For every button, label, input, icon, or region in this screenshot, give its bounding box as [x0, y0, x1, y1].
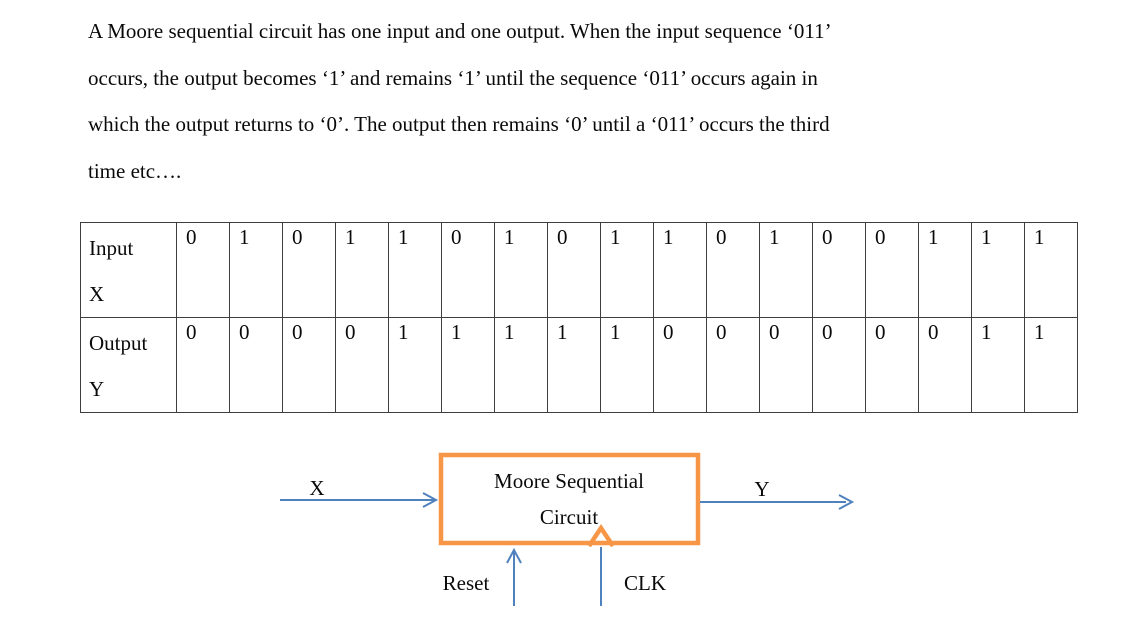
table-cell: 0 [229, 317, 283, 413]
table-cell: 1 [653, 222, 707, 318]
table-cell: 1 [1024, 222, 1078, 318]
table-cell: 0 [812, 222, 866, 318]
paragraph-line: time etc…. [88, 158, 182, 183]
row-label-line: Output [89, 331, 148, 355]
box-label-line2: Circuit [540, 505, 598, 529]
clock-edge-triangle-icon [587, 523, 615, 548]
reset-arrowhead-icon [506, 547, 522, 564]
paragraph-line: A Moore sequential circuit has one input… [88, 19, 832, 43]
paragraph-line: occurs, the output becomes ‘1’ and remai… [88, 65, 818, 90]
row-label-line: Y [89, 377, 105, 401]
moore-circuit-box [438, 452, 701, 546]
table-cell: 0 [335, 317, 389, 413]
row-label-line: X [89, 282, 105, 306]
input-signal-label: X [309, 476, 324, 500]
table-cell: 0 [282, 222, 336, 318]
output-signal-label: Y [754, 477, 769, 501]
reset-signal-label: Reset [443, 571, 490, 595]
table-cell: 0 [759, 317, 813, 413]
table-cell: 1 [600, 222, 654, 318]
table-cell: 0 [706, 317, 760, 413]
table-cell: 1 [1024, 317, 1078, 413]
table-cell: 1 [335, 222, 389, 318]
row-label-line: Input [89, 236, 134, 260]
table-cell: 0 [865, 222, 919, 318]
table-cell: 0 [176, 317, 230, 413]
table-cell: 0 [918, 317, 972, 413]
input-arrowhead-icon [422, 492, 439, 508]
problem-statement: A Moore sequential circuit has one input… [88, 8, 1093, 194]
box-label-line1: Moore Sequential [494, 469, 644, 493]
clk-signal-label: CLK [624, 571, 666, 595]
table-cell: 1 [441, 317, 495, 413]
table-cell: 0 [812, 317, 866, 413]
table-cell: 1 [971, 317, 1025, 413]
table-cell: 0 [653, 317, 707, 413]
table-cell: 1 [918, 222, 972, 318]
table-cell: 1 [388, 317, 442, 413]
table-cell: 1 [759, 222, 813, 318]
table-cell: 0 [547, 222, 601, 318]
table-cell: 0 [865, 317, 919, 413]
paragraph-line: which the output returns to ‘0’. The out… [88, 112, 830, 136]
output-arrowhead-icon [838, 494, 855, 510]
